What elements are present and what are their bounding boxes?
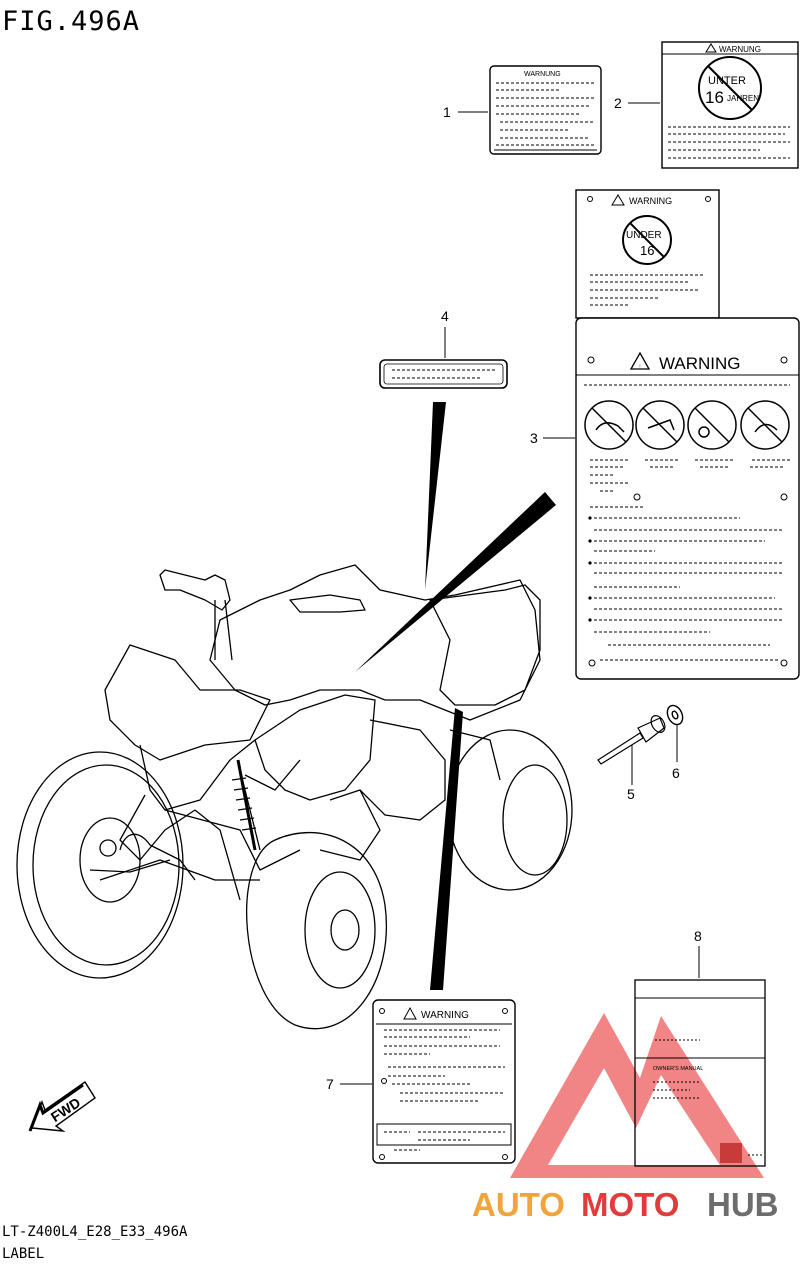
label-1-warning-large: WARNING bbox=[659, 354, 741, 373]
part-8-owners-manual[interactable]: OWNER'S MANUAL bbox=[634, 979, 766, 1167]
svg-text:16: 16 bbox=[640, 243, 654, 258]
model-code: LT-Z400L4_E28_E33_496A bbox=[2, 1224, 188, 1240]
svg-text:7: 7 bbox=[326, 1076, 334, 1092]
callout-1: 3 bbox=[530, 430, 575, 446]
label-part-5[interactable] bbox=[379, 359, 508, 389]
svg-text:JAHREN: JAHREN bbox=[727, 94, 759, 103]
callout-8: 8 bbox=[694, 928, 702, 978]
svg-text:3: 3 bbox=[530, 430, 538, 446]
leader-wedges bbox=[355, 402, 556, 990]
callout-5: 4 bbox=[441, 308, 449, 358]
svg-text:!: ! bbox=[639, 364, 641, 369]
svg-text:UNTER: UNTER bbox=[708, 75, 746, 87]
svg-text:1: 1 bbox=[443, 104, 451, 120]
label-1-warning-small: WARNING bbox=[629, 196, 672, 206]
callout-4: 7 bbox=[326, 1076, 372, 1092]
label-part-4[interactable]: WARNING bbox=[372, 999, 516, 1164]
label-part-1[interactable]: WARNING UNDER 16 ! WARNING bbox=[575, 189, 800, 680]
atv-illustration bbox=[16, 564, 573, 1030]
svg-text:6: 6 bbox=[672, 765, 680, 781]
watermark-text: AUTO MOTO HUB bbox=[472, 1186, 779, 1223]
svg-text:5: 5 bbox=[627, 786, 635, 802]
part-7-rivet[interactable] bbox=[597, 713, 668, 765]
svg-text:16: 16 bbox=[705, 88, 724, 107]
svg-text:AUTO: AUTO bbox=[472, 1186, 565, 1223]
part-6-washer[interactable] bbox=[664, 703, 685, 727]
svg-text:2: 2 bbox=[614, 95, 622, 111]
label-part-2[interactable]: WARNUNG bbox=[489, 65, 602, 155]
watermark-logo bbox=[510, 1013, 764, 1178]
callout-3: 2 bbox=[614, 95, 660, 111]
callout-2: 1 bbox=[443, 104, 488, 120]
svg-text:8: 8 bbox=[694, 928, 702, 944]
label-3-warning: WARNUNG bbox=[719, 45, 761, 54]
label-4-warning: WARNING bbox=[421, 1010, 469, 1021]
svg-text:MOTO: MOTO bbox=[581, 1186, 679, 1223]
owners-manual-title: OWNER'S MANUAL bbox=[653, 1066, 703, 1072]
svg-text:HUB: HUB bbox=[707, 1186, 779, 1223]
callout-7: 5 bbox=[627, 745, 635, 802]
label-2-warning: WARNUNG bbox=[524, 71, 561, 78]
svg-text:4: 4 bbox=[441, 308, 449, 324]
svg-text:UNDER: UNDER bbox=[626, 230, 662, 241]
callout-6: 6 bbox=[672, 725, 680, 781]
fwd-arrow-icon: FWD bbox=[28, 1081, 96, 1132]
section-label: LABEL bbox=[2, 1246, 44, 1262]
figure-title: FIG.496A bbox=[2, 6, 140, 37]
label-part-3[interactable]: WARNUNG UNTER 16 JAHREN bbox=[661, 41, 799, 169]
